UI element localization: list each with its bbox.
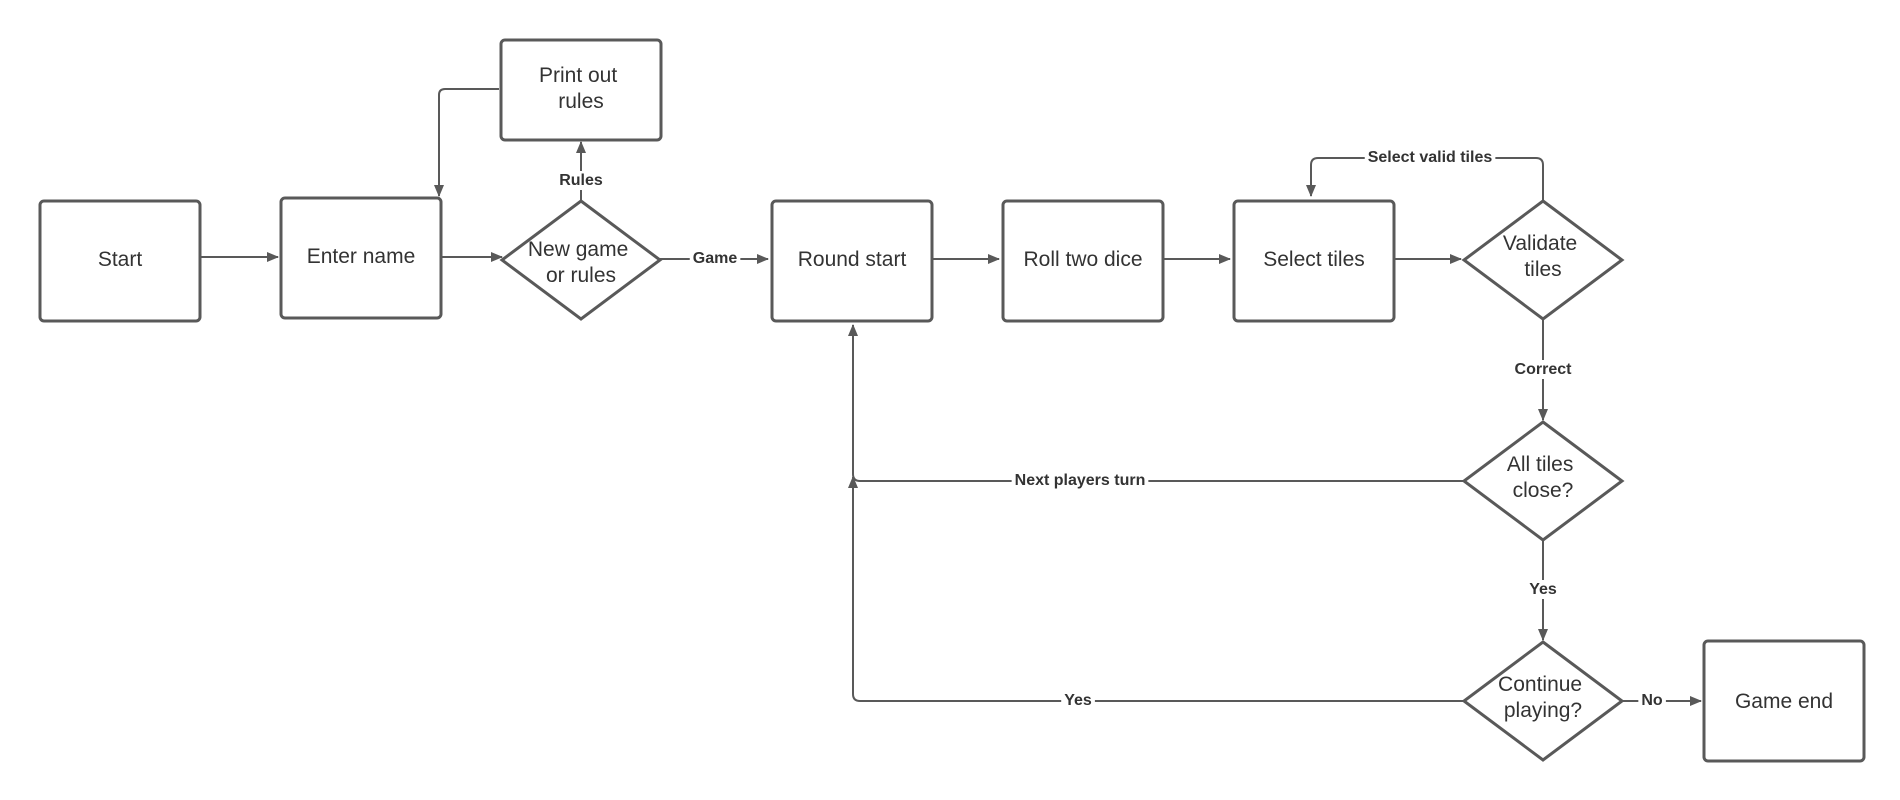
enter-name-label: Enter name [307, 245, 416, 268]
new-game-diamond [499, 199, 663, 321]
new-game-label: New game or rules [528, 238, 634, 287]
start-box [38, 199, 202, 323]
yes-all-close-label-bg [1526, 580, 1560, 599]
edge-label-rules: Rules [559, 172, 603, 189]
edge-label-correct: Correct [1515, 361, 1573, 378]
node-print-rules: Print out rules [499, 38, 663, 142]
node-all-tiles-close: All tiles close? [1461, 420, 1625, 542]
round-start-box [770, 199, 934, 323]
rules-label-bg [556, 171, 606, 190]
node-start: Start [38, 199, 202, 323]
no-label-bg [1638, 691, 1666, 710]
correct-label-bg [1511, 360, 1576, 379]
edge-print-rules-to-enter-name [434, 88, 499, 197]
node-select-tiles: Select tiles [1232, 199, 1396, 323]
edges [200, 88, 1702, 706]
roll-dice-label: Roll two dice [1023, 248, 1142, 271]
edge-continue-to-round-start [848, 476, 1465, 702]
validate-label: Validate tiles [1503, 232, 1583, 281]
node-enter-name: Enter name [279, 196, 443, 320]
next-turn-label-bg [1011, 471, 1149, 490]
game-label-bg [689, 249, 741, 268]
edge-label-yes-all-close: Yes [1529, 581, 1557, 598]
edge-all-close-to-round-start [848, 324, 1465, 482]
edge-label-no: No [1641, 692, 1663, 709]
node-validate-tiles: Validate tiles [1461, 199, 1625, 321]
start-label: Start [98, 248, 143, 271]
validate-diamond [1461, 199, 1625, 321]
continue-diamond [1461, 640, 1625, 762]
edge-label-select-valid-tiles: Select valid tiles [1368, 149, 1493, 166]
print-rules-box [499, 38, 663, 142]
node-round-start: Round start [770, 199, 934, 323]
print-rules-label: Print out rules [539, 64, 623, 113]
edge-label-yes-continue: Yes [1064, 692, 1092, 709]
all-close-diamond [1461, 420, 1625, 542]
node-game-end: Game end [1702, 639, 1866, 763]
select-valid-label-bg [1364, 148, 1496, 167]
node-continue-playing: Continue playing? [1461, 640, 1625, 762]
edge-labels: Rules Game Select valid tiles Correct Ne… [556, 148, 1666, 710]
all-close-label: All tiles close? [1507, 453, 1579, 502]
game-end-label: Game end [1735, 690, 1833, 713]
roll-dice-box [1001, 199, 1165, 323]
enter-name-box [279, 196, 443, 320]
game-end-box [1702, 639, 1866, 763]
node-roll-two-dice: Roll two dice [1001, 199, 1165, 323]
select-tiles-box [1232, 199, 1396, 323]
select-tiles-label: Select tiles [1263, 248, 1365, 271]
edge-label-game: Game [693, 250, 738, 267]
round-start-label: Round start [798, 248, 907, 271]
continue-label: Continue playing? [1498, 673, 1588, 722]
edge-label-next-players-turn: Next players turn [1015, 472, 1146, 489]
yes-continue-label-bg [1061, 691, 1095, 710]
node-new-game-or-rules: New game or rules [499, 199, 663, 321]
